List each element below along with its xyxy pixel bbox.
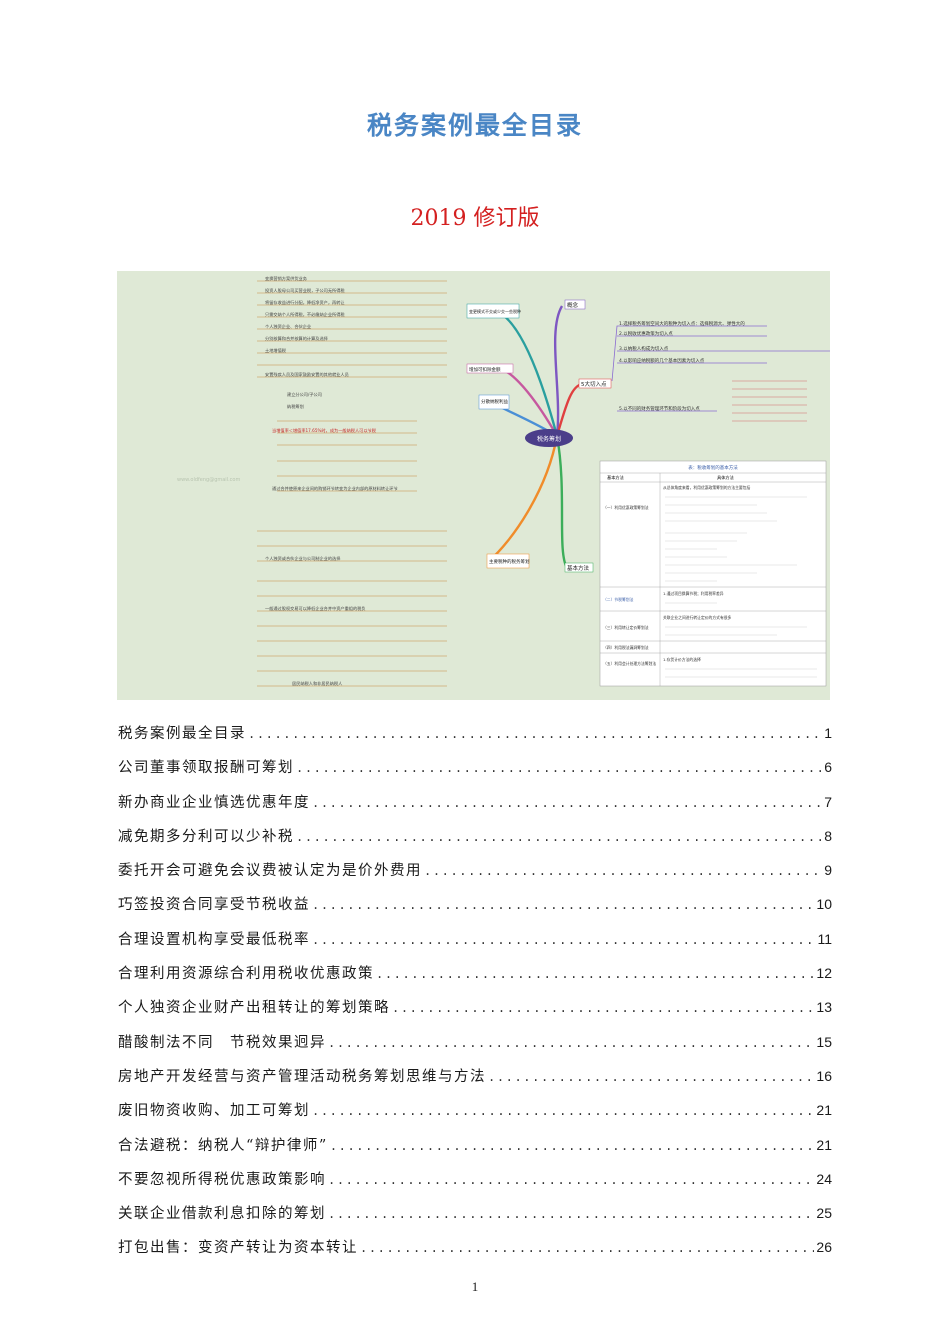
mindmap-table-cell: 1.存货计价方法的选择 <box>663 657 701 662</box>
mindmap-diagram: 税务筹划 概念 5大切入点 基本方法 主要税种的税务筹划 增加可扣除金额 分散纳… <box>177 275 830 687</box>
mindmap-center-label: 税务筹划 <box>537 435 561 443</box>
toc-entry[interactable]: 税务案例最全目录................................… <box>118 722 832 756</box>
toc-entry[interactable]: 合法避税：纳税人“辩护律师”..........................… <box>118 1134 832 1168</box>
mindmap-center-node <box>525 429 573 447</box>
mindmap-table-title: 表：税收筹划的基本方法 <box>688 464 738 471</box>
toc-entry-title: 新办商业企业慎选优惠年度 <box>118 794 310 811</box>
toc-entry-page: 21 <box>816 1102 832 1119</box>
toc-entry[interactable]: 不要忽视所得税优惠政策影响...........................… <box>118 1168 832 1202</box>
toc-entry[interactable]: 打包出售：变资产转让为资本转让.........................… <box>118 1236 832 1270</box>
table-of-contents: 税务案例最全目录................................… <box>118 722 832 1271</box>
toc-entry-title: 不要忽视所得税优惠政策影响 <box>118 1171 326 1188</box>
toc-entry-title: 公司董事领取报酬可筹划 <box>118 760 294 777</box>
mindmap-item: 投资人股母公司买营业税，子公司无所得税 <box>265 287 345 294</box>
mindmap-item: 土地增值税 <box>265 347 287 354</box>
toc-entry-page: 8 <box>824 827 832 844</box>
mindmap-item: 3.以纳税人构成为切入点 <box>619 345 669 352</box>
page-number: 1 <box>471 1279 479 1294</box>
mindmap-item: 分别核算和合并核算的计算及选择 <box>265 335 329 342</box>
toc-entry-page: 24 <box>816 1170 832 1187</box>
mindmap-item: 个人独资企业、合伙企业 <box>265 323 311 330</box>
toc-entry[interactable]: 新办商业企业慎选优惠年度............................… <box>118 791 832 825</box>
mindmap-table-cell: 1.通过项目换算节税；利用税率差异 <box>663 591 724 596</box>
mindmap-table-cell: （三）利用转让定价筹划法 <box>603 625 649 630</box>
toc-entry-page: 6 <box>824 759 832 776</box>
toc-entry-page: 21 <box>816 1136 832 1153</box>
mindmap-item: 建立分公司/子公司 <box>287 391 322 398</box>
toc-entry[interactable]: 合理设置机构享受最低税率............................… <box>118 928 832 962</box>
toc-entry-page: 9 <box>824 862 832 879</box>
mindmap-item: 通过合并使原来企业间的购销环节转变为企业内部的原材料转让环节 <box>272 485 398 492</box>
mindmap-item: 纳税筹划 <box>287 403 304 410</box>
toc-entry-page: 10 <box>816 896 832 913</box>
mindmap-item: 1.选择税务筹划空间大的税种为切入点：选择税源大、弹性大的 <box>619 320 745 327</box>
mindmap-table-header: 基本方法 <box>607 474 624 481</box>
toc-entry-page: 16 <box>816 1067 832 1084</box>
mindmap-table-cell: 从总体角度来看，利用优惠政策筹划的方法主要包括 <box>663 485 751 490</box>
toc-entry-title: 委托开会可避免会议费被认定为是价外费用 <box>118 863 422 880</box>
toc-entry-page: 25 <box>816 1205 832 1222</box>
mindmap-branch-label: 主要税种的税务筹划 <box>489 558 530 565</box>
mindmap-item: 只需交纳个人所得税，不必缴纳企业所得税 <box>265 311 345 318</box>
mindmap-table-cell: （二）节税筹划法 <box>603 597 634 602</box>
mindmap-table-cell: （一）利用优惠政策筹划法 <box>603 505 649 510</box>
mindmap-branch-label: 概念 <box>567 301 579 309</box>
toc-entry-title: 关联企业借款利息扣除的筹划 <box>118 1206 326 1223</box>
toc-entry-title: 减免期多分利可以少补税 <box>118 828 294 845</box>
toc-entry-page: 7 <box>824 793 832 810</box>
toc-entry-title: 房地产开发经营与资产管理活动税务筹划思维与方法 <box>118 1068 486 1085</box>
toc-entry-title: 合法避税：纳税人“辩护律师” <box>118 1137 328 1154</box>
toc-entry-title: 合理利用资源综合利用税收优惠政策 <box>118 966 374 983</box>
mindmap-branch-label: 变更模式不交或少交一些税种 <box>469 308 521 314</box>
mindmap-item: 个人独资或合伙企业与公司制企业的选择 <box>265 555 341 562</box>
toc-entry[interactable]: 个人独资企业财产出租转让的筹划策略.......................… <box>118 996 832 1030</box>
toc-entry[interactable]: 合理利用资源综合利用税收优惠政策........................… <box>118 962 832 996</box>
mindmap-branch-label: 增加可扣除金额 <box>469 366 501 373</box>
toc-entry-page: 11 <box>817 930 832 947</box>
toc-entry[interactable]: 减免期多分利可以少补税.............................… <box>118 825 832 859</box>
mindmap-item: 当增值率＜增值率17.65%时，成为一般纳税人可以节税 <box>272 427 377 434</box>
toc-entry[interactable]: 关联企业借款利息扣除的筹划...........................… <box>118 1202 832 1236</box>
toc-entry-title: 税务案例最全目录 <box>118 726 246 742</box>
mindmap-branch-label: 分散纳税利益 <box>481 398 508 405</box>
toc-entry-title: 打包出售：变资产转让为资本转让 <box>118 1240 358 1257</box>
mindmap-table-cell: 关联企业之间进行转让定价的方式有很多 <box>663 615 732 620</box>
toc-entry-page: 1 <box>824 725 832 741</box>
mindmap-item: 变换营销方案供货业务 <box>265 275 308 282</box>
toc-entry-page: 15 <box>816 1033 832 1050</box>
toc-entry[interactable]: 醋酸制法不同 节税效果迥异...........................… <box>118 1031 832 1065</box>
toc-entry-page: 12 <box>816 965 832 982</box>
mindmap-item: 2.以税收优惠政策为切入点 <box>619 330 673 337</box>
toc-entry-title: 个人独资企业财产出租转让的筹划策略 <box>118 1000 390 1017</box>
toc-entry[interactable]: 废旧物资收购、加工可筹划............................… <box>118 1099 832 1133</box>
toc-entry[interactable]: 委托开会可避免会议费被认定为是价外费用.....................… <box>118 859 832 893</box>
toc-entry-title: 合理设置机构享受最低税率 <box>118 931 310 948</box>
mindmap-method-table: 表：税收筹划的基本方法 基本方法 具体方法 （一）利用优惠政策筹划法 从总体角度… <box>599 460 827 687</box>
mindmap-item: 将留存收益进行分配，降低净资产，再转让 <box>265 299 345 306</box>
mindmap-item: 安置残疾人员及国家鼓励安置的其他就业人员 <box>265 371 349 378</box>
toc-entry-title: 醋酸制法不同 节税效果迥异 <box>118 1034 326 1051</box>
toc-entry-title: 废旧物资收购、加工可筹划 <box>118 1103 310 1120</box>
mindmap-item: 5.以不同的财务管理环节和阶段为切入点 <box>619 405 700 412</box>
toc-entry[interactable]: 房地产开发经营与资产管理活动税务筹划思维与方法.................… <box>118 1065 832 1099</box>
mindmap-image: 税务筹划 概念 5大切入点 基本方法 主要税种的税务筹划 增加可扣除金额 分散纳… <box>117 271 830 700</box>
document-subtitle: 2019 修订版 <box>410 206 540 231</box>
mindmap-watermark: www.oldfeng@gmail.com <box>177 477 240 483</box>
mindmap-item: 一般通过股权交易可以降低企业合并中资产重组的税负 <box>265 605 366 612</box>
mindmap-branch-label: 5大切入点 <box>581 380 607 388</box>
toc-entry-page: 26 <box>816 1239 832 1256</box>
toc-entry-title: 巧签投资合同享受节税收益 <box>118 897 310 914</box>
toc-entry-page: 13 <box>816 999 832 1016</box>
document-title: 税务案例最全目录 <box>366 111 583 140</box>
toc-entry[interactable]: 巧签投资合同享受节税收益............................… <box>118 893 832 927</box>
mindmap-item: 4.以影响应纳税额的几个基本因素为切入点 <box>619 357 705 364</box>
mindmap-branch-label: 基本方法 <box>567 564 590 572</box>
mindmap-table-header: 具体方法 <box>717 474 734 481</box>
mindmap-item: 居民纳税人和非居民纳税人 <box>292 680 343 687</box>
mindmap-table-cell: （五）利用会计处理方法筹划法 <box>603 661 656 666</box>
toc-entry[interactable]: 公司董事领取报酬可筹划.............................… <box>118 756 832 790</box>
mindmap-table-cell: （四）利用税法漏洞筹划法 <box>603 645 649 650</box>
